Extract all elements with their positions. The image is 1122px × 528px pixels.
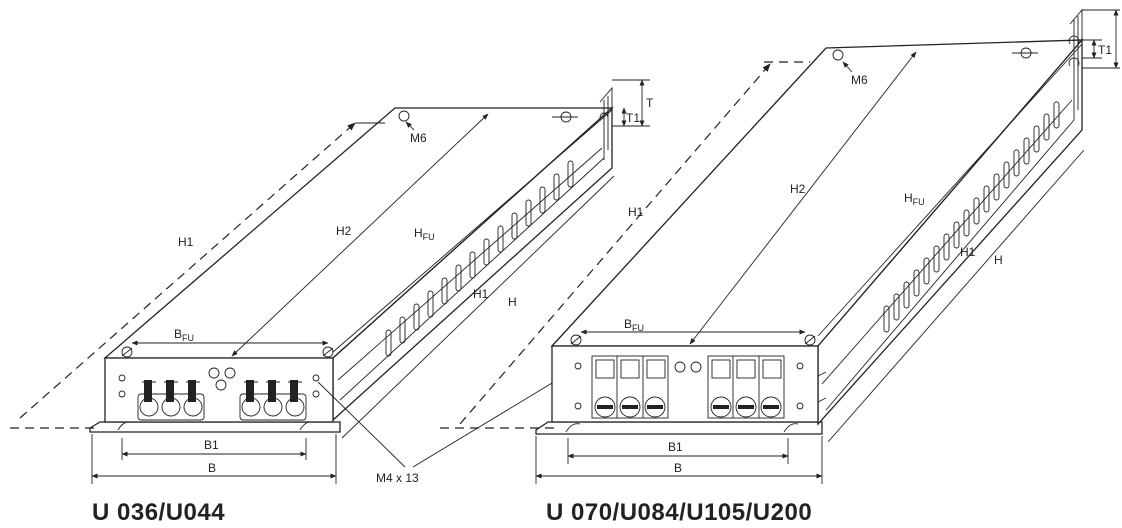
m4-leader-left (317, 381, 406, 468)
right-mounting-plate (535, 421, 823, 435)
right-h1-inner-dim (821, 99, 1073, 385)
m4-label: M4 x 13 (376, 471, 419, 485)
left-h1-inner-label: H1 (473, 287, 489, 301)
right-h-dim (827, 149, 1085, 443)
right-front-face (551, 345, 819, 423)
left-h1-label: H1 (178, 235, 194, 249)
left-rear-mounting-hole (552, 111, 578, 123)
right-m6-label: M6 (851, 73, 868, 87)
left-mounting-plate (89, 421, 341, 433)
right-h2-label: H2 (790, 182, 806, 196)
right-b-label: B (674, 461, 682, 475)
right-bfu-label: BFU (624, 317, 644, 333)
left-front-holes (118, 367, 320, 398)
left-b-label: B (208, 461, 216, 475)
left-bfu-label: BFU (174, 327, 194, 343)
left-front-mounting-hole-left (121, 346, 133, 358)
right-terminal-block-2 (707, 355, 785, 419)
left-h2-label: H2 (336, 224, 352, 238)
right-front-holes (574, 361, 804, 410)
right-b1-label: B1 (668, 440, 683, 454)
left-terminal-block-2 (239, 380, 307, 421)
right-h2-dim (689, 51, 917, 345)
right-front-mounting-hole-left (570, 334, 582, 346)
right-unit: M6 H1 H2 HFU H1 H BFU T1 B1 B U 070/U084… (440, 8, 1120, 526)
left-t-label: T (646, 96, 654, 110)
left-h2-dim (231, 113, 489, 357)
left-h-label: H (508, 295, 517, 309)
left-m6-label: M6 (410, 131, 427, 145)
right-rear-mounting-hole (1012, 47, 1038, 59)
left-model-title: U 036/U044 (92, 499, 225, 526)
left-t1-label: T1 (626, 111, 640, 125)
right-h1-inner-label: H1 (960, 245, 976, 259)
left-h-dim (341, 175, 615, 439)
left-h1-inner-dim (337, 147, 603, 381)
left-hfu-label: HFU (414, 226, 435, 242)
right-t1-label: T1 (1098, 43, 1112, 57)
right-hfu-label: HFU (904, 191, 925, 207)
right-h-label: H (994, 253, 1003, 267)
right-terminal-block-1 (591, 355, 669, 419)
left-terminal-block-1 (137, 380, 205, 421)
left-b1-label: B1 (204, 438, 219, 452)
m4-leader-right (412, 367, 578, 468)
right-model-title: U 070/U084/U105/U200 (546, 499, 812, 526)
right-h1-label: H1 (628, 205, 644, 219)
left-unit: M6 H1 H2 HFU H1 H BFU T T1 B1 B M4 x 13 … (10, 79, 654, 526)
